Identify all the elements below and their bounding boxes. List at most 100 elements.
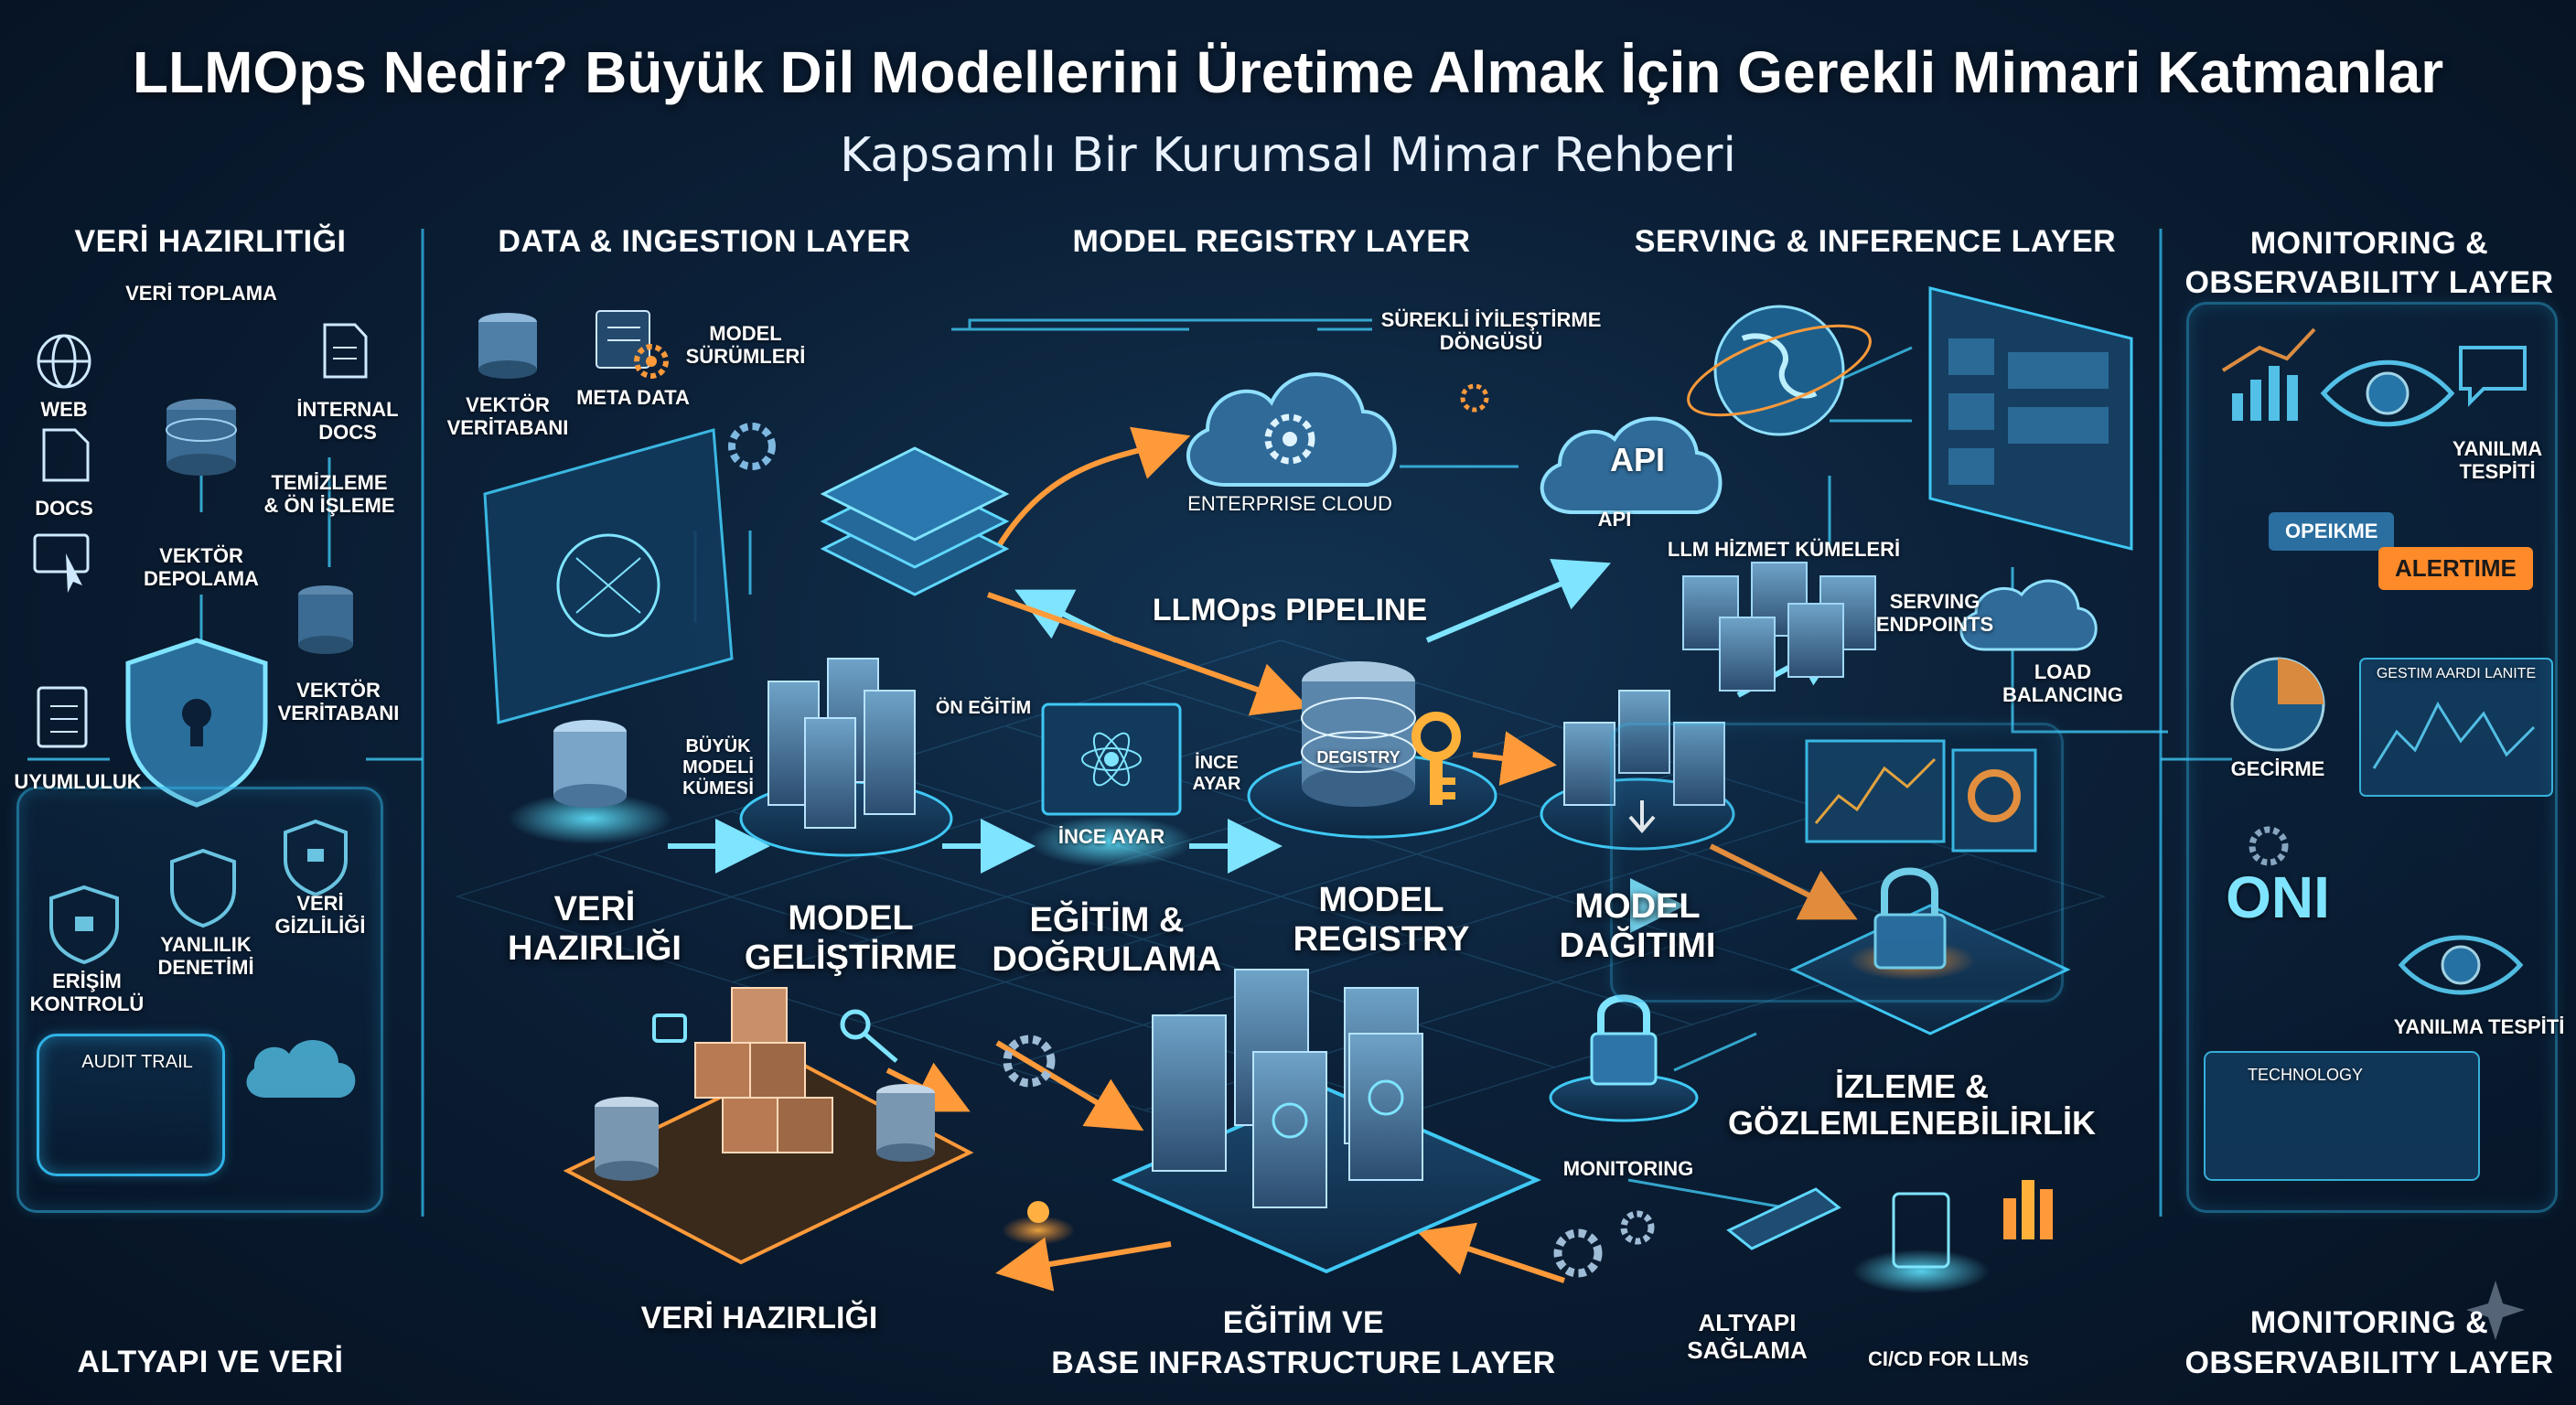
serving-endpoints-panel (1610, 723, 2064, 1003)
infrastructure-cube-platform (563, 987, 974, 1265)
gear-settings-icon (2249, 826, 2289, 866)
layer-monitoring-bottom: MONITORING & OBSERVABILITY LAYER (2184, 1305, 2554, 1380)
label-yanilma-tespiti-bottom: YANILMA TESPİTİ (2393, 1015, 2565, 1038)
monitoring-lock-icon (1549, 994, 1699, 1122)
label-veri-gizliligi: VERİ GİZLİLİĞİ (274, 892, 366, 938)
chat-bubble-icon (2459, 346, 2527, 407)
label-load-balancing: LOAD BALANCING (2002, 660, 2123, 707)
label-veri-toplama: VERİ TOPLAMA (125, 282, 277, 305)
training-screen (1029, 702, 1194, 867)
label-docs: DOCS (35, 497, 93, 520)
layer-altyapi-ve-veri: ALTYAPI VE VERİ (77, 1345, 344, 1379)
label-erisim-kontrolu: ERİŞİM KONTROLÜ (29, 970, 145, 1016)
label-meta-data: META DATA (576, 386, 690, 409)
internal-docs-icon (323, 323, 368, 379)
gear-icon-ingestion (728, 423, 776, 470)
stage-model-registry: MODEL REGISTRY (1293, 881, 1470, 959)
label-web: WEB (40, 398, 88, 421)
label-api-cloud: API (1609, 441, 1665, 478)
line-chart-panel (2359, 658, 2553, 797)
sparkle-icon (2466, 1281, 2525, 1340)
label-yanlilik-denetimi: YANLILIK DENETİMİ (157, 933, 254, 980)
page-title: LLMOps Nedir? Büyük Dil Modellerini Üret… (132, 39, 2444, 105)
label-llm-hizmet-kumeleri: LLM HİZMET KÜMELERİ (1667, 538, 1901, 561)
dashboard-screen (483, 428, 734, 724)
label-gecirme: GECİRME (2230, 757, 2325, 780)
layer-egitim-base: EĞİTİM VE BASE INFRASTRUCTURE LAYER (1051, 1305, 1556, 1380)
model-layer-stack (820, 446, 1010, 596)
label-internal-docs: İNTERNAL DOCS (296, 398, 399, 445)
shield-lock-icon (125, 638, 268, 808)
label-technology: TECHNOLOGY (2247, 1066, 2364, 1084)
bar-chart-icon (2221, 327, 2316, 421)
globe-icon (37, 334, 91, 389)
document-icon (42, 428, 90, 482)
layer-model-registry: MODEL REGISTRY LAYER (1072, 224, 1471, 259)
label-oni: ONI (2226, 864, 2330, 930)
right-monitoring-panel (2186, 302, 2558, 1213)
label-buyuk-modeli-kumesi: BÜYÜK MODELİ KÜMESİ (682, 736, 754, 799)
label-registry-disk: DEGISTRY (1316, 748, 1401, 767)
label-surekli-iyilestirme: SÜREKLİ İYİLEŞTİRME DÖNGÜSÜ (1380, 308, 1602, 355)
gear-icon (634, 344, 669, 379)
layer-data-ingestion: DATA & INGESTION LAYER (498, 224, 911, 259)
stage-izleme: İZLEME & GÖZLEMLENEBİLİRLİK (1728, 1067, 2096, 1142)
label-uyumluluk: UYUMLULUK (14, 770, 142, 793)
list-panel (2204, 1051, 2480, 1181)
label-model-surumleri: MODEL SÜRÜMLERİ (685, 322, 806, 369)
badge-alertime: ALERTIME (2378, 547, 2533, 590)
label-vektor-depolama: VEKTÖR DEPOLAMA (144, 544, 259, 591)
deployment-servers (1540, 690, 1735, 851)
label-vektor-veritabani-left: VEKTÖR VERİTABANI (277, 679, 400, 725)
label-cicd: CI/CD FOR LLMs (1868, 1347, 2029, 1370)
monitoring-lock-platform (1789, 739, 2071, 1035)
label-vektor-veritabani: VEKTÖR VERİTABANI (446, 393, 569, 440)
audit-trail-panel (37, 1034, 225, 1176)
stage-veri-hazirligi-bottom: VERİ HAZIRLIĞI (640, 1301, 878, 1335)
api-cloud-icon (1540, 416, 1723, 514)
database-icon (166, 399, 237, 476)
key-icon (1411, 712, 1461, 805)
checklist-icon (37, 686, 88, 748)
data-prep-database (508, 720, 672, 844)
cloud-icon (246, 1040, 356, 1098)
world-globe-icon (1687, 305, 1872, 436)
load-balancer-icon (1959, 579, 2098, 651)
pipeline-arrows-orange (886, 426, 1858, 1292)
pie-chart-icon (2230, 657, 2325, 752)
label-api: API (1597, 508, 1632, 531)
bias-shield-icon (170, 848, 236, 928)
label-ince-ayar: İNCE AYAR (1057, 825, 1165, 848)
browser-cursor-icon (33, 533, 90, 593)
label-altyapi-saglama: ALTYAPI SAĞLAMA (1687, 1309, 1808, 1364)
vector-db-icon (478, 313, 537, 379)
stage-model-gelistirme: MODEL GELİŞTİRME (744, 899, 958, 977)
label-serving-endpoints: SERVING ENDPOINTS (1875, 590, 1994, 637)
label-monitoring: MONITORING (1562, 1157, 1694, 1180)
label-yanilma-tespiti-top: YANILMA TESPİTİ (2452, 437, 2543, 484)
database-icon-small (298, 585, 353, 654)
page-subtitle: Kapsamlı Bir Kurumsal Mimar Rehberi (840, 128, 1736, 183)
privacy-shield-icon (284, 819, 348, 897)
label-enterprise-cloud: ENTERPRISE CLOUD (1187, 492, 1392, 515)
meta-data-icon (596, 310, 650, 369)
candle-glow (1002, 1201, 1075, 1245)
enterprise-cloud-icon (1186, 372, 1397, 487)
stage-veri-hazirligi: VERİ HAZIRLIĞI (508, 890, 682, 968)
left-governance-panel (16, 787, 383, 1213)
layer-serving-inference: SERVING & INFERENCE LAYER (1634, 224, 2117, 259)
stage-model-dagitimi: MODEL DAĞITIMI (1559, 887, 1716, 965)
eye-icon-bottom (2398, 935, 2524, 995)
eye-icon (2320, 359, 2455, 427)
stage-egitim-dogrulama: EĞİTİM & DOĞRULAMA (992, 901, 1222, 979)
layer-monitoring-top: MONITORING & OBSERVABILITY LAYER (2184, 226, 2554, 300)
access-shield-icon (49, 885, 119, 965)
base-infrastructure-servers (1111, 969, 1542, 1274)
column-dividers (421, 229, 2163, 1217)
model-development-servers (739, 658, 953, 857)
cicd-device (1726, 1180, 2053, 1293)
label-llmops-pipeline: LLMOps PIPELINE (1152, 593, 1428, 627)
serving-dashboard-screen (1928, 286, 2133, 551)
label-temizleme: TEMİZLEME & ÖN İŞLEME (263, 471, 395, 518)
